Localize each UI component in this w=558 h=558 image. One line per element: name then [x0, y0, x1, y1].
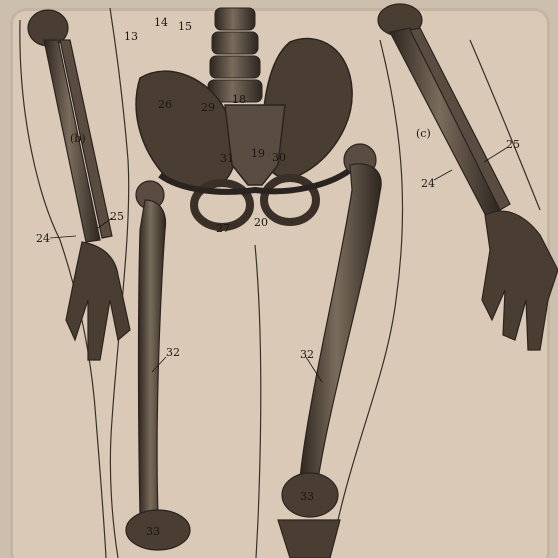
- label-33-right: 33: [300, 490, 314, 503]
- label-20: 20: [254, 216, 268, 229]
- label-27: 27: [216, 222, 230, 235]
- label-31: 31: [220, 152, 234, 165]
- label-29: 29: [201, 101, 215, 114]
- label-13: 13: [124, 30, 138, 43]
- label-c: (c): [416, 127, 431, 140]
- label-24-left: 24: [36, 232, 50, 245]
- label-14: 14: [154, 16, 168, 29]
- label-b: (b): [70, 132, 86, 145]
- label-25-right: 25: [506, 138, 520, 151]
- label-33-left: 33: [146, 525, 160, 538]
- label-18: 18: [232, 93, 246, 106]
- arm-left: [28, 10, 130, 360]
- label-15: 15: [178, 20, 192, 33]
- spine: [208, 8, 262, 102]
- label-32-right: 32: [300, 348, 314, 361]
- label-30: 30: [272, 151, 286, 164]
- label-24-right: 24: [421, 177, 435, 190]
- arm-right: [378, 4, 558, 350]
- femur-right: [278, 144, 381, 558]
- label-26: 26: [158, 98, 172, 111]
- label-19: 19: [251, 147, 265, 160]
- label-32-left: 32: [166, 346, 180, 359]
- label-25-left: 25: [110, 210, 124, 223]
